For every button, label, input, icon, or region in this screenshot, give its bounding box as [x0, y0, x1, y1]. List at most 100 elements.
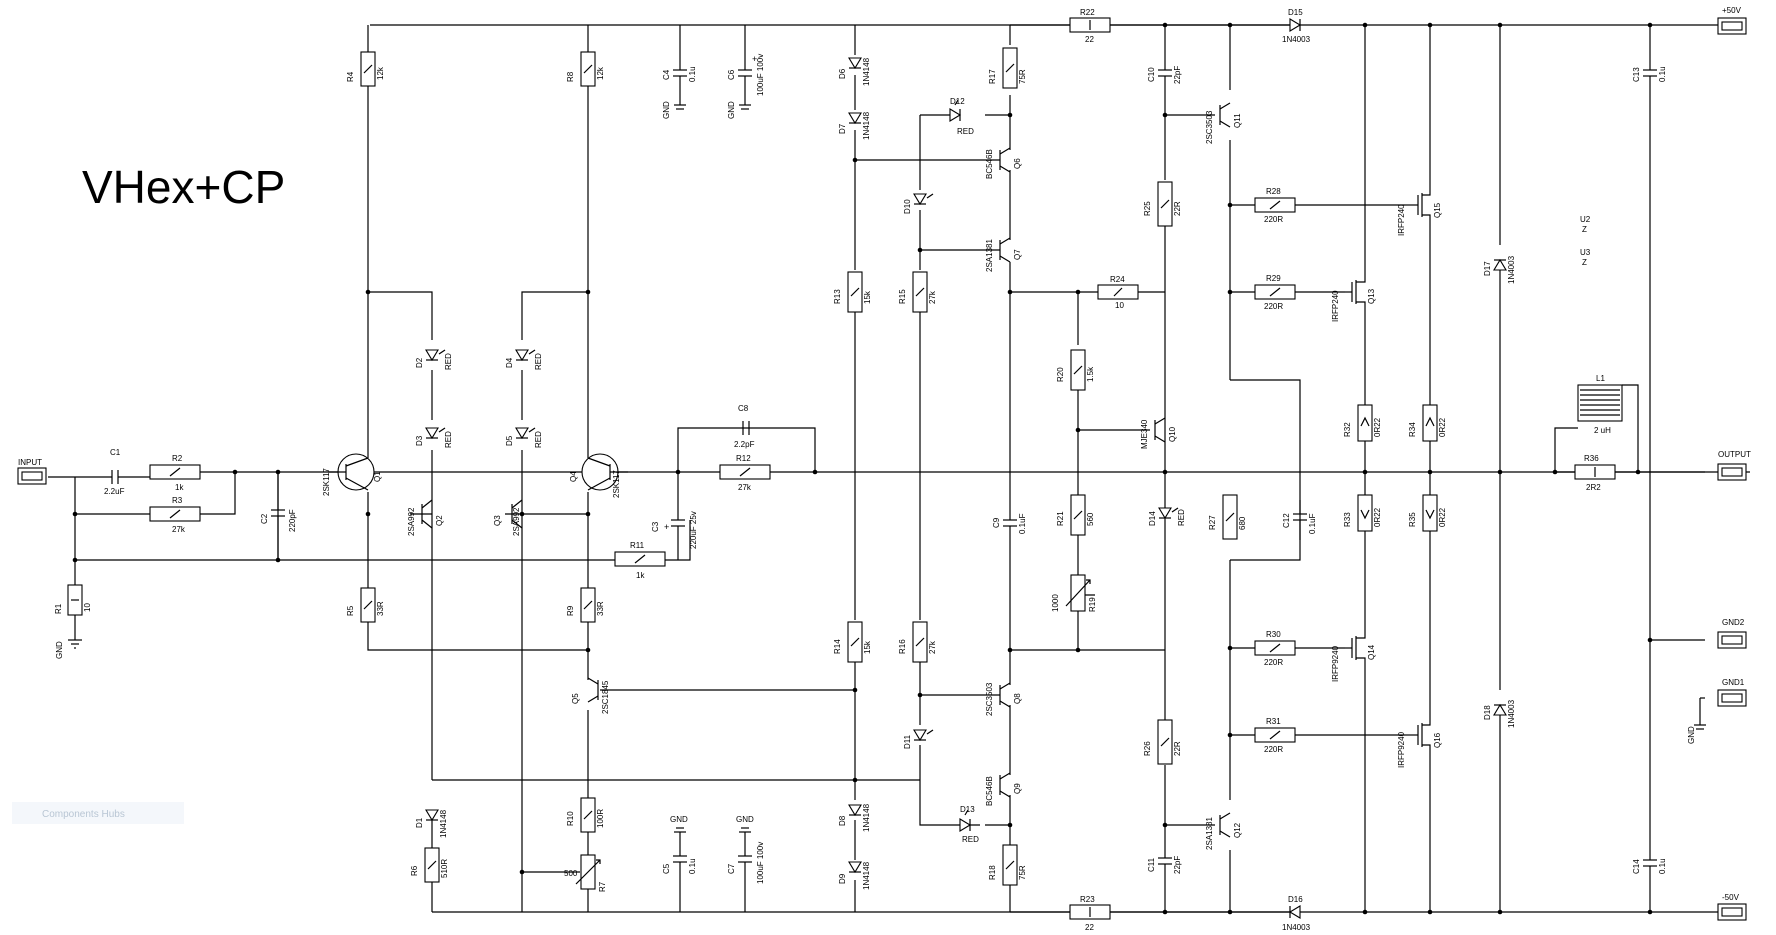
transistor-q1[interactable]: 2SK117 Q1 [322, 453, 382, 496]
led-d10[interactable]: D10 [903, 193, 934, 214]
r8-value: 12k [596, 66, 605, 80]
resistor-r29[interactable]: R29 220R [1254, 274, 1296, 311]
resistor-r10[interactable]: R10 100R [566, 797, 605, 833]
diode-d9[interactable]: D9 1N4148 [838, 861, 871, 890]
capacitor-c11[interactable]: C11 22pF [1147, 850, 1182, 875]
connector-neg-rail[interactable]: -50V [1717, 893, 1747, 921]
c11-ref: C11 [1147, 857, 1156, 872]
mosfet-q14[interactable]: IRFP9240 Q14 [1331, 630, 1376, 682]
r23-ref: R23 [1080, 895, 1095, 904]
mosfet-q13[interactable]: IRFP240 Q13 [1331, 275, 1376, 322]
resistor-r27[interactable]: R27 680 [1208, 494, 1247, 540]
led-d2[interactable]: D2 RED [415, 349, 453, 370]
resistor-r33[interactable]: R33 0R22 [1343, 494, 1382, 532]
resistor-r8[interactable]: R8 12k [566, 51, 605, 87]
resistor-r1[interactable]: R1 10 [54, 584, 92, 616]
resistor-r4[interactable]: R4 12k [346, 51, 385, 87]
transistor-q6[interactable]: BC546B Q6 [985, 147, 1022, 179]
d8-value: 1N4148 [862, 803, 871, 832]
capacitor-c3[interactable]: + C3 220uF 25v [651, 500, 698, 560]
mosfet-q15[interactable]: IRFP240 Q15 [1397, 190, 1442, 236]
resistor-r25[interactable]: R25 22R [1143, 181, 1182, 227]
resistor-r3[interactable]: R3 27k [149, 496, 201, 534]
resistor-r13[interactable]: R13 15k [833, 271, 872, 313]
capacitor-c7[interactable]: C7 100uF 100v [727, 832, 765, 884]
resistor-r30[interactable]: R30 220R [1254, 630, 1296, 667]
capacitor-c13[interactable]: C13 0.1u [1632, 60, 1667, 90]
resistor-r22[interactable]: R22 22 [1069, 8, 1111, 44]
resistor-r19-trimmer[interactable]: 1000 R19 [1051, 574, 1097, 612]
capacitor-c4[interactable]: C4 0.1u [662, 55, 697, 105]
resistor-r31[interactable]: R31 220R [1254, 717, 1296, 754]
diode-d8[interactable]: D8 1N4148 [838, 803, 871, 832]
inductor-l1[interactable]: L1 2 uH [1577, 374, 1623, 435]
led-d12[interactable]: D12 RED [949, 97, 974, 136]
resistor-r5[interactable]: R5 33R [346, 587, 385, 623]
c12-ref: C12 [1282, 513, 1291, 528]
resistor-r35[interactable]: R35 0R22 [1408, 494, 1447, 532]
led-d3[interactable]: D3 RED [415, 427, 453, 448]
capacitor-c9[interactable]: C9 0.1uF [992, 500, 1027, 545]
resistor-r17[interactable]: R17 75R [988, 47, 1027, 89]
connector-gnd2[interactable]: GND2 [1717, 618, 1747, 649]
resistor-r6[interactable]: R6 510R [410, 847, 449, 883]
led-d13[interactable]: D13 RED [959, 805, 979, 844]
q7-ref: Q7 [1013, 249, 1022, 260]
capacitor-c12[interactable]: C12 0.1uF [1282, 500, 1317, 540]
resistor-r24[interactable]: R24 10 [1097, 275, 1139, 310]
transistor-q4[interactable]: 2SK117 Q4 [569, 453, 628, 498]
transistor-q2[interactable]: 2SA992 Q2 [407, 499, 444, 536]
led-d5[interactable]: D5 RED [505, 427, 543, 448]
capacitor-c10[interactable]: C10 22pF [1147, 60, 1182, 85]
resistor-r2[interactable]: R2 1k [149, 454, 201, 492]
d14-value: RED [1177, 509, 1186, 526]
connector-input[interactable]: INPUT [17, 458, 47, 485]
transistor-q11[interactable]: 2SC3503 Q11 [1205, 102, 1242, 144]
mosfet-q16[interactable]: IRFP9240 Q16 [1397, 720, 1442, 768]
resistor-r26[interactable]: R26 22R [1143, 719, 1182, 765]
resistor-r16[interactable]: R16 27k [898, 621, 937, 663]
capacitor-c1[interactable]: C1 2.2uF [104, 448, 125, 496]
diode-d7[interactable]: D7 1N4148 [838, 111, 871, 140]
transistor-q8[interactable]: 2SC3503 Q8 [985, 682, 1022, 716]
led-d11[interactable]: D11 [903, 729, 934, 749]
diode-d18[interactable]: D18 1N4003 [1483, 699, 1516, 728]
resistor-r15[interactable]: R15 27k [898, 271, 937, 313]
resistor-r7-trimmer[interactable]: 500 R7 [564, 854, 607, 892]
resistor-r36[interactable]: R36 2R2 [1574, 454, 1616, 492]
diode-d17[interactable]: D17 1N4003 [1483, 255, 1516, 284]
resistor-r18[interactable]: R18 75R [988, 844, 1027, 886]
resistor-r28[interactable]: R28 220R [1254, 187, 1296, 224]
transistor-q10[interactable]: MJE340 Q10 [1140, 417, 1177, 449]
led-d14[interactable]: D14 RED [1148, 507, 1186, 526]
connector-gnd1[interactable]: GND1 [1717, 678, 1747, 707]
diode-d15[interactable]: D15 1N4003 [1282, 8, 1311, 44]
resistor-r14[interactable]: R14 15k [833, 621, 872, 663]
resistor-r12[interactable]: R12 27k [719, 454, 771, 492]
diode-d6[interactable]: D6 1N4148 [838, 57, 871, 86]
transistor-q7[interactable]: 2SA1381 Q7 [985, 237, 1022, 272]
capacitor-c8[interactable]: C8 2.2pF [734, 404, 755, 449]
resistor-r11[interactable]: R11 1k [614, 541, 666, 580]
transistor-q12[interactable]: 2SA1381 Q12 [1205, 812, 1242, 850]
resistor-r9[interactable]: R9 33R [566, 587, 605, 623]
connector-pos-rail[interactable]: +50V [1717, 6, 1747, 35]
capacitor-c2[interactable]: C2 220pF [260, 472, 297, 560]
connector-output[interactable]: OUTPUT [1717, 450, 1751, 481]
resistor-r32[interactable]: R32 0R22 [1343, 404, 1382, 442]
capacitor-c6[interactable]: + C6 100uF 100v [727, 54, 765, 105]
capacitor-c14[interactable]: C14 0.1u [1632, 850, 1667, 880]
diode-d16[interactable]: D16 1N4003 [1282, 895, 1311, 932]
transistor-q9[interactable]: BC546B Q9 [985, 772, 1022, 806]
resistor-r21[interactable]: R21 560 [1056, 494, 1095, 536]
led-d4[interactable]: D4 RED [505, 349, 543, 370]
resistor-r23[interactable]: R23 22 [1069, 895, 1111, 932]
diode-d1[interactable]: D1 1N4148 [415, 809, 448, 838]
c13-ref: C13 [1632, 67, 1641, 82]
resistor-r34[interactable]: R34 0R22 [1408, 404, 1447, 442]
transistor-q5[interactable]: Q5 2SC1845 [571, 677, 610, 714]
transistor-q3[interactable]: 2SA992 Q3 [493, 499, 523, 536]
u2-value: Z [1582, 225, 1587, 234]
resistor-r20[interactable]: R20 1.5k [1056, 349, 1095, 391]
capacitor-c5[interactable]: C5 0.1u [662, 832, 697, 874]
